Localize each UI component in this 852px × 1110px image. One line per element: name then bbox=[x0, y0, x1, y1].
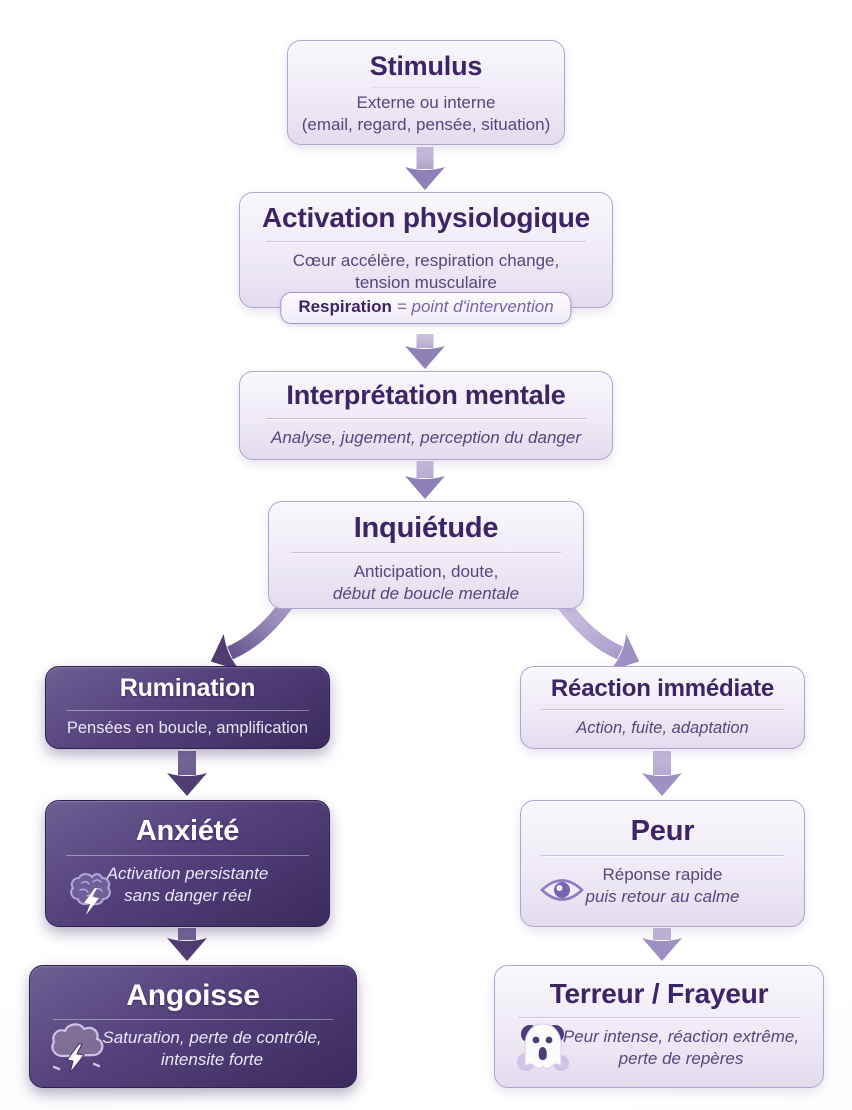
respiration-intervention-badge: Respiration= point d'intervention bbox=[280, 292, 572, 324]
divider bbox=[266, 240, 586, 243]
node-inquietude: Inquiétude Anticipation, doute, début de… bbox=[268, 501, 584, 609]
node-subtitle: Activation persistante sans danger réel bbox=[106, 863, 269, 906]
ghost-icon bbox=[517, 1023, 569, 1071]
node-angoisse: Angoisse Saturation, perte de contrôle, … bbox=[29, 965, 357, 1088]
node-title: Peur bbox=[630, 815, 695, 847]
divider bbox=[540, 854, 785, 857]
node-subtitle: Peur intense, réaction extrême, perte de… bbox=[562, 1026, 800, 1069]
node-title: Interprétation mentale bbox=[286, 380, 566, 410]
divider bbox=[370, 86, 482, 88]
node-interpretation-mentale: Interprétation mentale Analyse, jugement… bbox=[239, 371, 613, 460]
divider bbox=[266, 417, 586, 420]
node-rumination: Rumination Pensées en boucle, amplificat… bbox=[45, 666, 330, 749]
divider bbox=[290, 551, 562, 554]
brain-bolt-icon bbox=[70, 873, 111, 915]
node-subtitle: Externe ou interne (email, regard, pensé… bbox=[301, 92, 551, 135]
node-title: Terreur / Frayeur bbox=[549, 978, 769, 1009]
node-title: Activation physiologique bbox=[261, 202, 591, 233]
node-terreur-frayeur: Terreur / Frayeur Peur intense, réaction… bbox=[494, 965, 824, 1088]
node-stimulus: Stimulus Externe ou interne (email, rega… bbox=[287, 40, 565, 145]
node-subtitle: Réponse rapide puis retour au calme bbox=[585, 864, 740, 907]
node-subtitle: Action, fuite, adaptation bbox=[576, 719, 749, 738]
node-subtitle: Pensées en boucle, amplification bbox=[66, 718, 309, 737]
node-title: Stimulus bbox=[369, 51, 483, 81]
divider bbox=[65, 709, 310, 711]
node-subtitle: Analyse, jugement, perception du danger bbox=[271, 427, 581, 447]
storm-cloud-bolt-icon bbox=[51, 1023, 104, 1074]
node-reaction-immediate: Réaction immédiate Action, fuite, adapta… bbox=[520, 666, 805, 749]
node-title: Angoisse bbox=[126, 979, 260, 1012]
divider bbox=[540, 709, 785, 712]
divider bbox=[517, 1016, 801, 1019]
eye-icon bbox=[540, 879, 584, 901]
node-subtitle: Saturation, perte de contrôle, intensite… bbox=[102, 1028, 322, 1070]
node-subtitle: Anticipation, doute, début de boucle men… bbox=[332, 561, 520, 604]
node-subtitle: Cœur accélère, respiration change, tensi… bbox=[292, 250, 560, 293]
node-activation-physiologique: Activation physiologique Cœur accélère, … bbox=[239, 192, 613, 324]
node-title: Réaction immédiate bbox=[550, 675, 775, 702]
node-title: Anxiété bbox=[135, 815, 240, 847]
node-title: Rumination bbox=[119, 674, 256, 702]
node-anxiete: Anxiété Activation persistante sans dang… bbox=[45, 800, 330, 927]
node-peur: Peur Réponse rapide puis retour au calme bbox=[520, 800, 805, 927]
divider bbox=[65, 854, 310, 856]
node-title: Inquiétude bbox=[353, 512, 499, 544]
divider bbox=[52, 1019, 334, 1020]
